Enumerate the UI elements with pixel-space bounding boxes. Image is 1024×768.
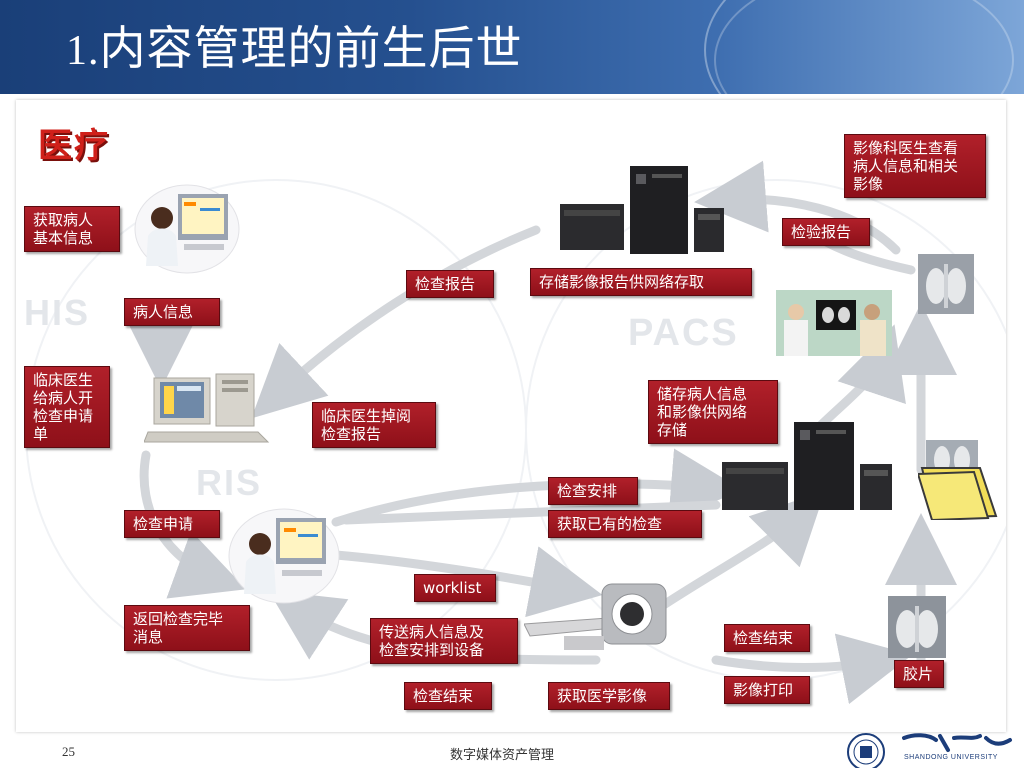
pacs-label: PACS [628,312,739,354]
domain-heading: 医疗 [38,126,110,166]
label-doctor-review: 临床医生掉阅 检查报告 [312,402,436,448]
doctors-viewing-image [776,290,892,356]
xray-image [918,254,974,314]
label-imaging-doctor: 影像科医生查看 病人信息和相关 影像 [844,134,986,198]
label-get-existing: 获取已有的检查 [548,510,702,538]
ris-computer-image [144,373,270,443]
folder-image [918,440,998,520]
label-film: 胶片 [894,660,944,688]
label-doctor-order: 临床医生 给病人开 检查申请 单 [24,366,110,448]
ct-scanner-image [524,583,667,650]
workflow-diagram: HIS RIS PACS 医疗 [16,100,1006,732]
label-store-patient-image: 储存病人信息 和影像供网络 存储 [648,380,778,444]
university-logo: SHANDONG UNIVERSITY [840,732,1020,768]
arc-schedule [331,448,743,527]
page-number: 25 [62,744,75,759]
label-check-report-top: 检查报告 [406,270,494,298]
label-patient-info: 病人信息 [124,298,220,326]
arc-report-to-ris [251,225,541,419]
storage-server-image [560,166,724,254]
university-seal-icon [847,733,1012,768]
label-store-report: 存储影像报告供网络存取 [530,268,752,296]
workstation-image [134,184,240,274]
label-check-request: 检查申请 [124,510,220,538]
arc-to-pacs [651,490,826,615]
title-text: 内容管理的前生后世 [99,21,523,75]
his-label: HIS [24,292,91,333]
slide-header: 1.内容管理的前生后世 [0,0,1024,94]
label-image-print: 影像打印 [724,676,810,704]
label-return-done: 返回检查完毕 消息 [124,605,250,651]
title-number: 1. [66,28,100,74]
footer-title: 数字媒体资产管理 [450,748,555,763]
university-name-en: SHANDONG UNIVERSITY [904,754,998,761]
arc-pacs-up [811,324,906,435]
label-get-patient-info: 获取病人 基本信息 [24,206,120,252]
storage-server-image [722,422,892,510]
arc-worklist [331,546,603,618]
arc-to-film [711,633,913,705]
arc-existing [341,500,721,525]
header-decoration [704,0,1024,94]
label-check-end-right: 检查结束 [724,624,810,652]
label-transfer-info: 传送病人信息及 检查安排到设备 [370,618,518,664]
label-check-schedule: 检查安排 [548,477,638,505]
slide-title: 1.内容管理的前生后世 [66,18,523,81]
ris-label: RIS [196,462,263,503]
label-inspect-report: 检验报告 [782,218,870,246]
xray-image [888,596,946,658]
label-get-image: 获取医学影像 [548,682,670,710]
arc-report-return [694,160,901,255]
label-worklist: worklist [414,574,496,602]
header-decoration [714,0,1014,94]
workstation-image [228,508,340,604]
label-check-end-bottom: 检查结束 [404,682,492,710]
